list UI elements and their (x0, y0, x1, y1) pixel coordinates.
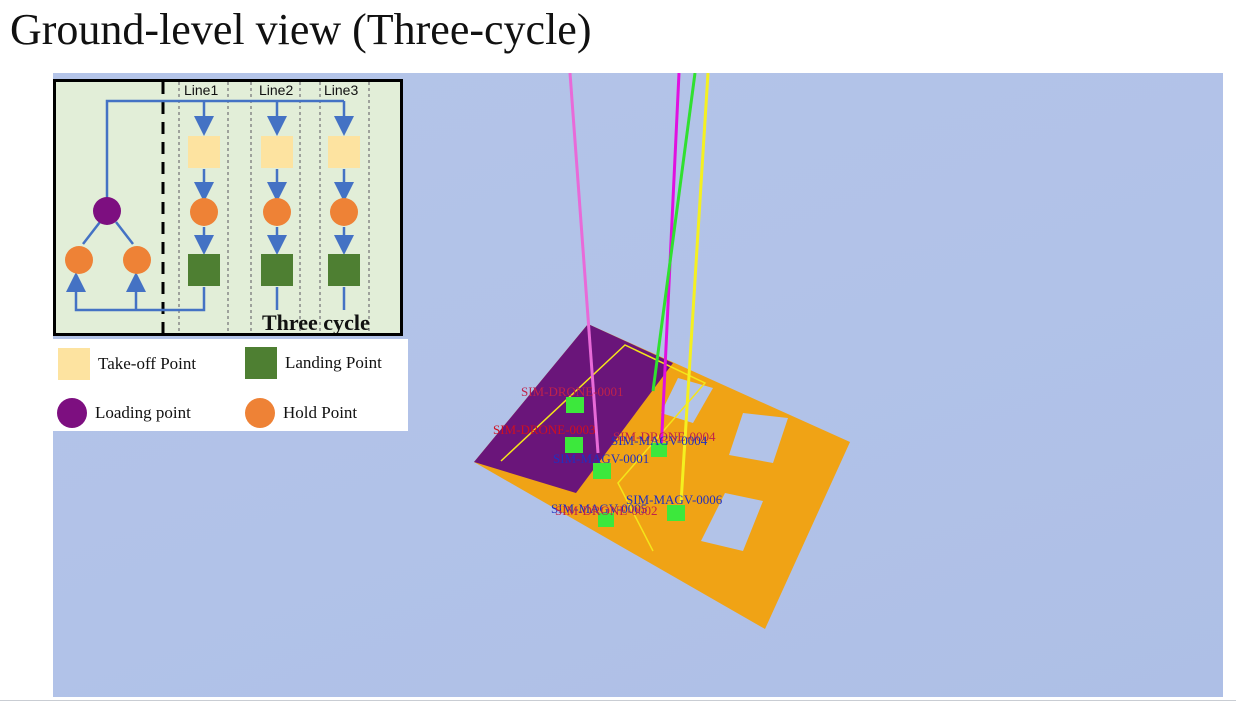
sim-label: SIM-MAGV-0006 (626, 492, 723, 507)
sim-label: SIM-MAGV-0001 (553, 451, 649, 466)
legend-item-loading: Loading point (57, 398, 191, 428)
trail-yellow (679, 73, 710, 504)
diagram-legend: Take-off Point Landing Point Loading poi… (53, 339, 408, 431)
takeoff-point (188, 136, 220, 168)
sim-label: SIM-DRONE-0001 (521, 384, 624, 399)
lane-label: Line1 (184, 82, 218, 98)
legend-item-hold: Hold Point (245, 398, 357, 428)
legend-item-takeoff: Take-off Point (58, 348, 196, 380)
landing-point (261, 254, 293, 286)
takeoff-point (261, 136, 293, 168)
landing-point (188, 254, 220, 286)
lane-label: Line3 (324, 82, 358, 98)
route-outline (500, 344, 707, 552)
diagram-caption: Three cycle (262, 310, 370, 333)
sim-label: SIM-DRONE-0004 (613, 429, 716, 444)
hold-swatch (245, 398, 275, 428)
landing-swatch (245, 347, 277, 379)
landing-point (328, 254, 360, 286)
sim-label: SIM-DRONE-0003 (493, 422, 596, 437)
takeoff-swatch (58, 348, 90, 380)
takeoff-point (328, 136, 360, 168)
legend-label: Loading point (95, 403, 191, 422)
loading-swatch (57, 398, 87, 428)
platform-hole (701, 493, 763, 551)
trail-green (651, 73, 697, 392)
cycle-flow-diagram: Line1 Line2 Line3 (65, 82, 370, 333)
bottom-divider (0, 700, 1236, 701)
vehicle-marker (598, 513, 614, 527)
hold-point (330, 198, 358, 226)
sim-label: SIM-DRONE-0002 (555, 503, 658, 518)
sim-label: SIM-MAGV-0004 (611, 433, 708, 448)
simulation-scene: SIM-DRONE-0001 SIM-DRONE-0003 SIM-DRONE-… (474, 73, 850, 629)
hold-point (123, 246, 151, 274)
trail-pink (568, 73, 600, 454)
legend-label: Hold Point (283, 403, 358, 422)
hold-point (190, 198, 218, 226)
flow-lines (66, 99, 354, 312)
vehicle-marker (566, 397, 584, 413)
vehicle-marker (667, 505, 685, 521)
vehicle-marker (651, 443, 667, 457)
slide-title: Ground-level view (Three-cycle) (10, 5, 592, 54)
lane-label: Line2 (259, 82, 293, 98)
legend-label: Landing Point (285, 353, 382, 372)
platform-hole (729, 413, 788, 463)
legend-label: Take-off Point (98, 354, 197, 373)
vehicle-marker (565, 437, 583, 453)
three-cycle-diagram: Line1 Line2 Line3 (53, 79, 403, 336)
legend-item-landing: Landing Point (245, 347, 382, 379)
hold-point (263, 198, 291, 226)
sim-label: SIM-MAGV-0005 (551, 501, 647, 516)
loading-point (93, 197, 121, 225)
hold-point (65, 246, 93, 274)
vehicle-marker (593, 463, 611, 479)
